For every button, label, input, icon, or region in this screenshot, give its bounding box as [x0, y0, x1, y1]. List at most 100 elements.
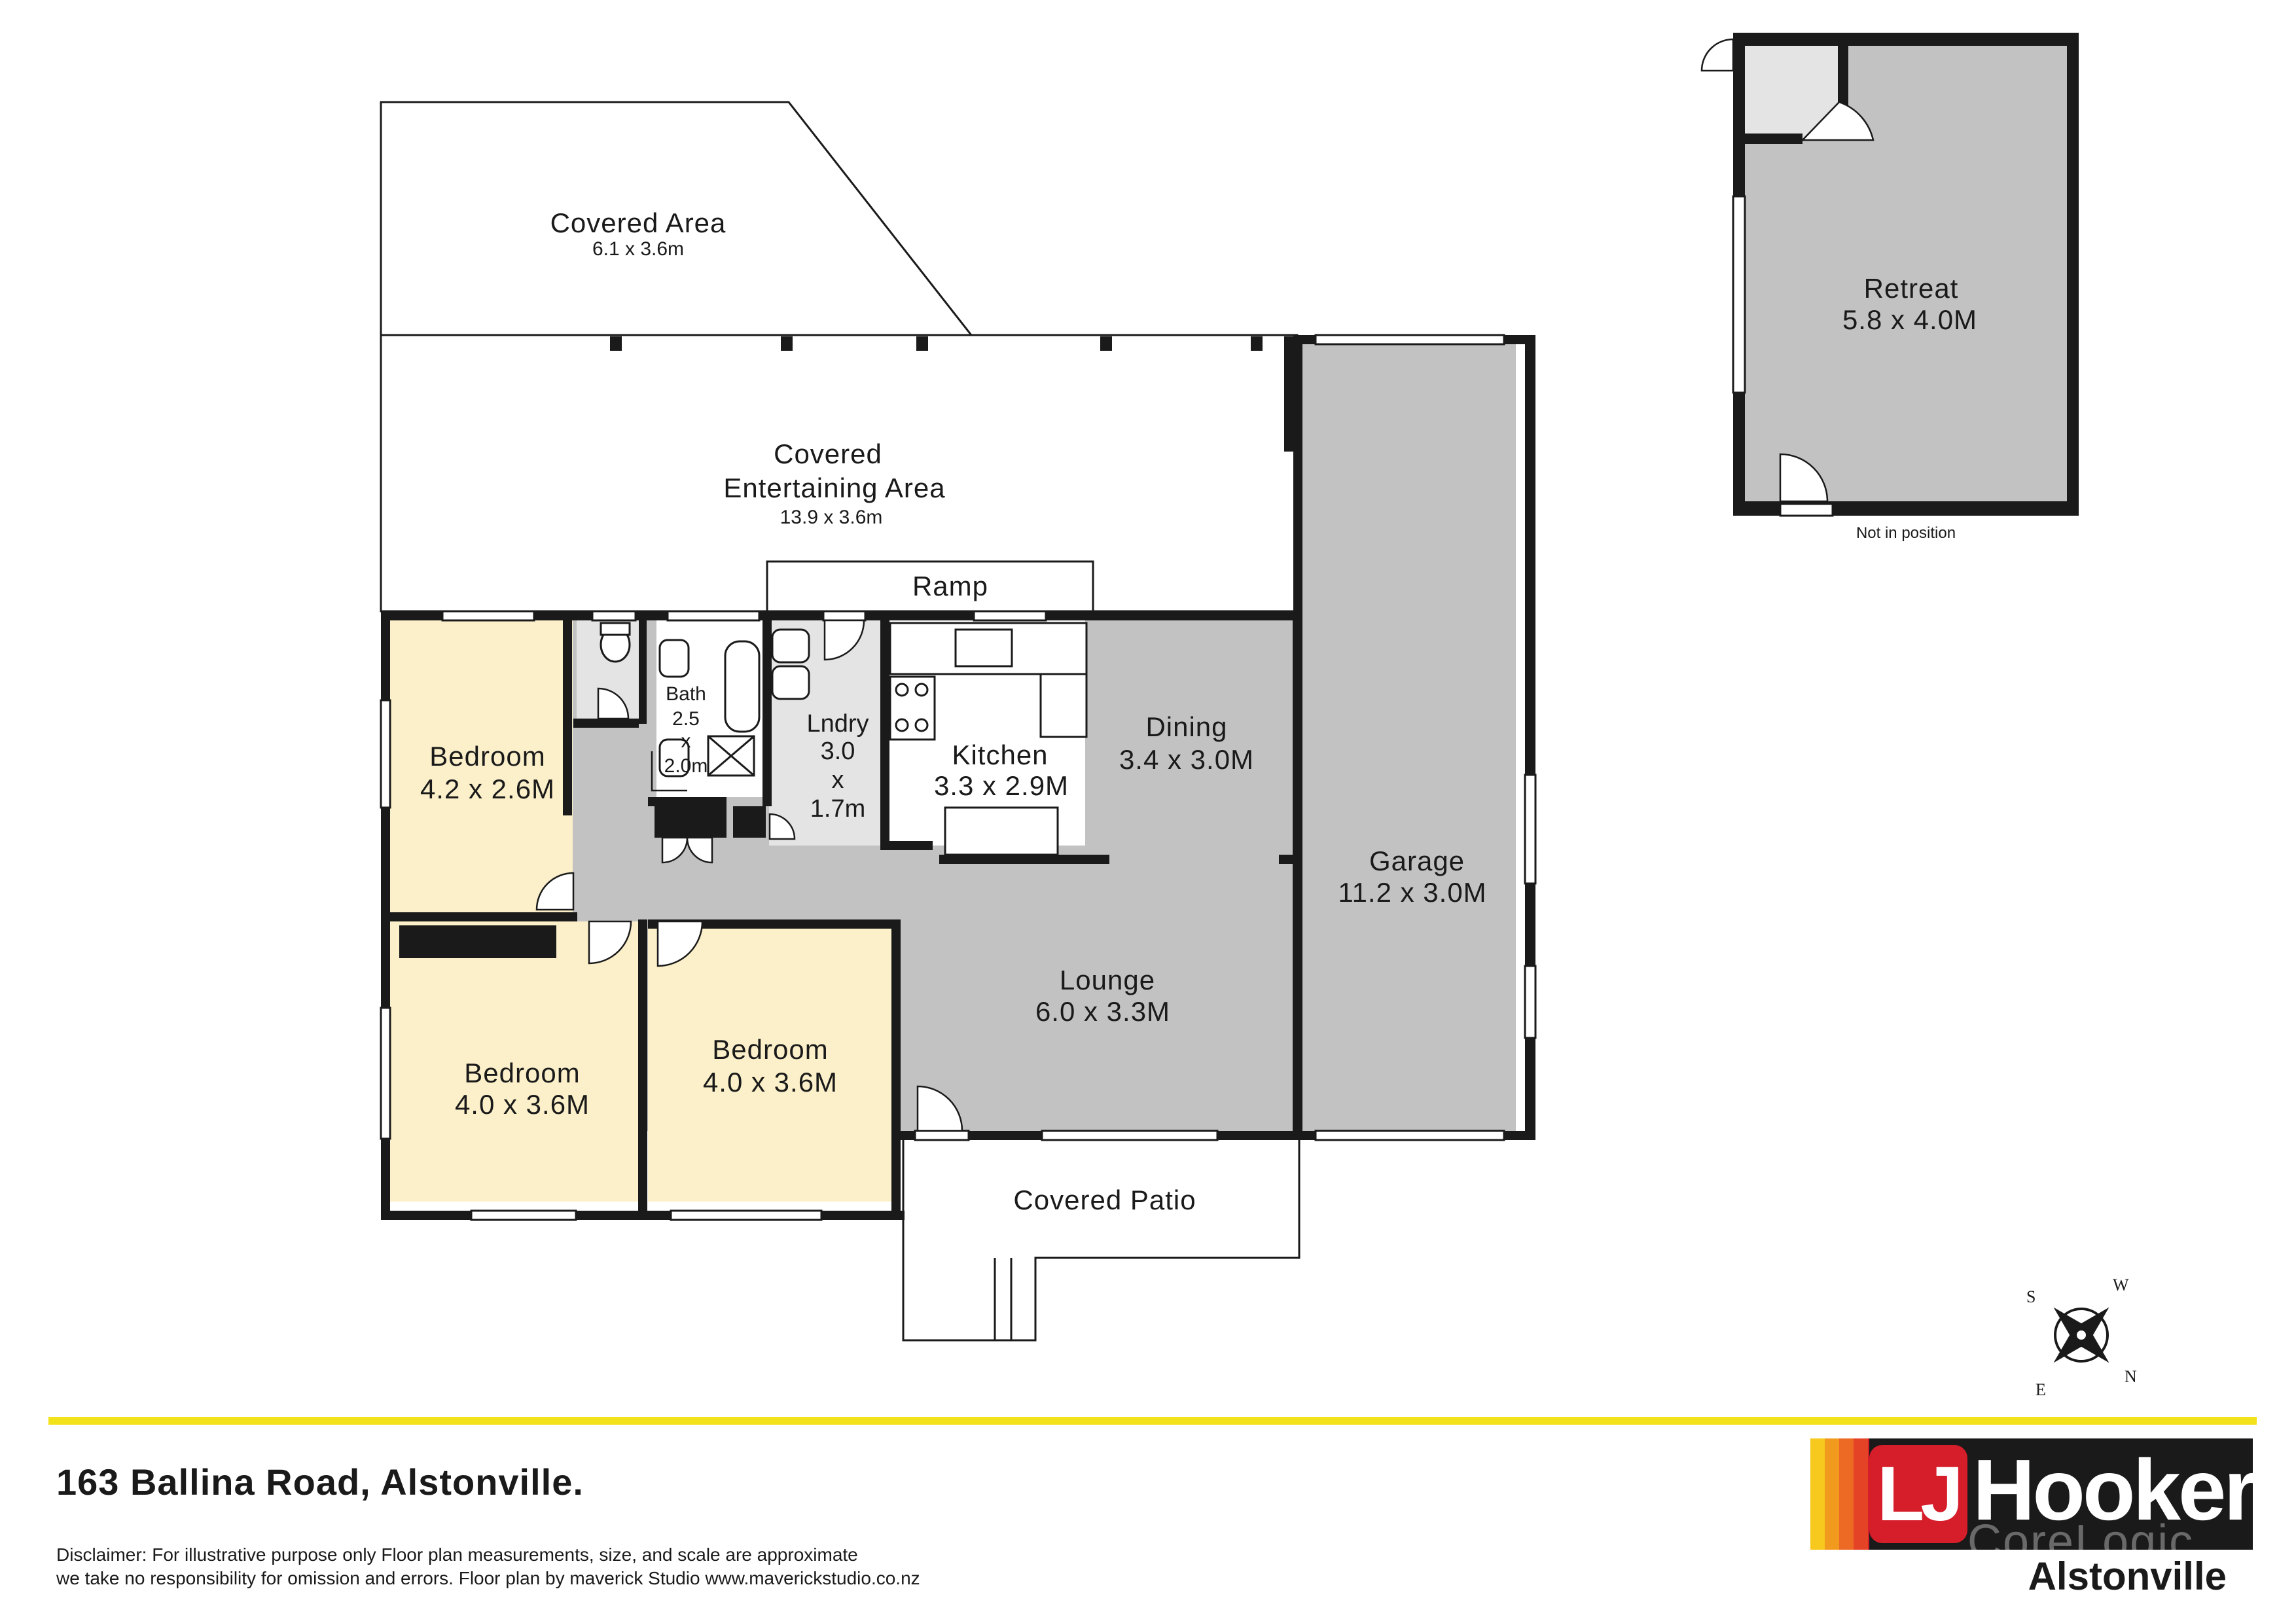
laundry-dim-1: 3.0 [821, 738, 855, 765]
doors [535, 619, 963, 1132]
compass-e: E [2036, 1380, 2046, 1399]
bathtub [724, 640, 761, 733]
covered-patio-label: Covered Patio [1013, 1185, 1196, 1215]
wall [648, 797, 726, 806]
garage-wall [1293, 335, 1302, 1140]
bedroom-2-floor [389, 921, 638, 1202]
door-swing [656, 920, 704, 967]
vanity-2 [658, 738, 690, 777]
kitchen-sink [954, 628, 1013, 668]
garage-wall [1525, 335, 1535, 1140]
wall [891, 919, 901, 1220]
window [1524, 965, 1537, 1039]
wall [655, 806, 726, 838]
vanity [658, 639, 690, 678]
window [1732, 195, 1746, 394]
window [666, 610, 761, 622]
wall [880, 619, 889, 848]
lounge-dim: 6.0 x 3.3M [1035, 996, 1170, 1027]
bedroom-3-dim: 4.0 x 3.6M [703, 1067, 838, 1097]
compass: S W E N [2026, 1275, 2137, 1399]
door-swing [1779, 453, 1829, 503]
burner [914, 718, 929, 732]
lj-hooker-logo: LJ Hooker CoreLogic Alstonville [1810, 1438, 2257, 1602]
laundry-tub-2 [771, 665, 810, 700]
door-swing [588, 920, 632, 965]
window [380, 1007, 391, 1140]
property-address: 163 Ballina Road, Alstonville. [56, 1461, 584, 1503]
garage-label: Garage [1369, 846, 1465, 876]
window [1314, 1130, 1505, 1141]
kitchen-label: Kitchen [952, 740, 1048, 770]
wall [733, 806, 766, 838]
disclaimer-line-2: we take no responsibility for omission a… [56, 1568, 920, 1588]
retreat-label: Retreat [1864, 273, 1959, 304]
logo-office: Alstonville [2028, 1554, 2227, 1598]
window [973, 610, 1047, 622]
window [1314, 334, 1505, 346]
ramp-label: Ramp [912, 571, 988, 601]
bath-dim-3: 2.0m [664, 755, 708, 777]
retreat-inner-wall [1745, 134, 1803, 144]
burner [895, 718, 909, 732]
door-swing [916, 1085, 963, 1132]
door-swing [1801, 101, 1874, 141]
compass-w: W [2113, 1275, 2129, 1294]
wall [1279, 855, 1295, 864]
burner [914, 683, 929, 697]
bedroom-2-dim: 4.0 x 3.6M [455, 1089, 590, 1120]
windows [380, 334, 1537, 1221]
fixtures [600, 622, 1088, 856]
window [1041, 1130, 1219, 1141]
window [591, 610, 637, 622]
garage-dim: 11.2 x 3.0M [1338, 877, 1486, 908]
logo-watermark: CoreLogic [1967, 1516, 2195, 1568]
door-swing [651, 751, 687, 792]
island-bench [944, 806, 1059, 856]
cistern [600, 622, 631, 636]
door-swing [823, 619, 865, 661]
bedroom-1-floor [389, 619, 573, 912]
window [1524, 774, 1537, 885]
door-swing [1700, 38, 1734, 72]
room-labels: Covered Area 6.1 x 3.6m Covered Entertai… [420, 207, 1977, 1215]
post [781, 336, 793, 351]
wall [880, 841, 933, 850]
window [380, 699, 391, 809]
logo-brand: Hooker [1973, 1442, 2257, 1538]
bedroom-1-dim: 4.2 x 2.6M [420, 774, 555, 804]
retreat-dim: 5.8 x 4.0M [1842, 304, 1977, 335]
compass-n: N [2125, 1367, 2137, 1386]
garage-wall [1284, 336, 1293, 452]
disclaimer-line-1: Disclaimer: For illustrative purpose onl… [56, 1544, 858, 1565]
wall [381, 912, 577, 921]
window [914, 1130, 970, 1141]
door-swing [535, 872, 575, 911]
wall [648, 919, 897, 929]
kitchen-dim: 3.3 x 2.9M [934, 770, 1069, 801]
covered-patio-outline [902, 1137, 1300, 1342]
logo-lj-badge: LJ [1869, 1445, 1967, 1543]
wall [939, 855, 1109, 864]
post [610, 336, 622, 351]
bath-dim-1: 2.5 [672, 708, 700, 730]
laundry-dim-3: 1.7m [810, 795, 865, 823]
dining-dim: 3.4 x 3.0M [1119, 744, 1254, 775]
post [1251, 336, 1263, 351]
entertaining-dim: 13.9 x 3.6m [780, 507, 883, 528]
laundry-tub [771, 628, 810, 664]
laundry-dim-2: x [832, 766, 844, 794]
wall [399, 925, 556, 958]
window [441, 610, 535, 622]
bath-label: Bath [666, 683, 706, 705]
door-swing [597, 687, 630, 720]
window [470, 1209, 577, 1221]
wall [573, 719, 639, 728]
wall [639, 619, 647, 724]
window [670, 1209, 823, 1221]
compass-s: S [2026, 1287, 2036, 1306]
wall [762, 619, 772, 806]
bedroom-1-label: Bedroom [429, 741, 545, 772]
shower-cross [708, 735, 755, 777]
